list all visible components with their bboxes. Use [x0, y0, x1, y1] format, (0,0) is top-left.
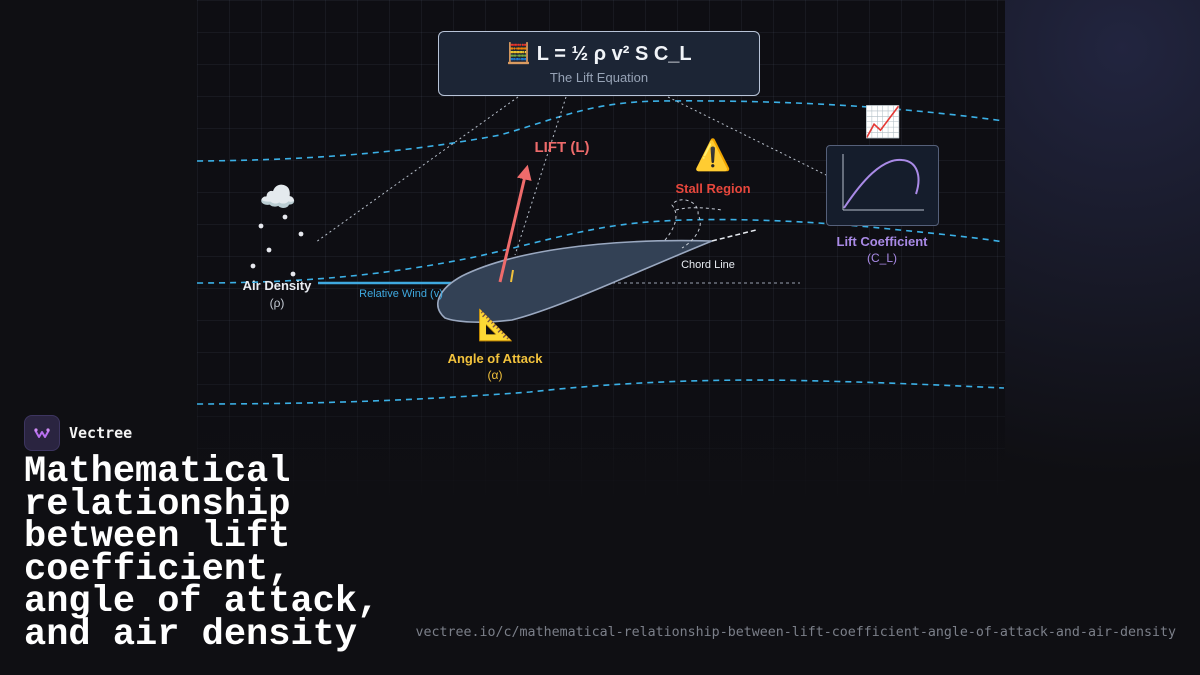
lift-coefficient-symbol: (C_L) [866, 251, 897, 265]
angle-of-attack-label: Angle of Attack [447, 351, 543, 366]
page-url[interactable]: vectree.io/c/mathematical-relationship-b… [415, 625, 1176, 640]
chord-line-label: Chord Line [681, 259, 735, 271]
air-density-symbol: (ρ) [269, 296, 285, 310]
streamline-bottom [196, 379, 1005, 405]
lift-vector [498, 164, 532, 283]
streamline-top [196, 100, 1005, 162]
connector-coefficient [667, 96, 827, 176]
lift-equation-box: 🧮 L = ½ ρ v² S C_L The Lift Equation [438, 31, 760, 96]
air-density-label: Air Density [242, 278, 312, 293]
vectree-logo-icon [24, 415, 60, 451]
cloud-icon: ☁️ [259, 181, 297, 214]
connector-lift [514, 96, 567, 256]
angle-marker [510, 269, 514, 283]
triangular-ruler-icon: 📐 [477, 309, 515, 342]
warning-icon: ⚠️ [694, 139, 732, 172]
angle-of-attack-symbol: (α) [487, 368, 503, 382]
lift-equation-caption: The Lift Equation [549, 70, 649, 85]
streamline-middle [196, 218, 1005, 284]
lift-coefficient-graph [826, 145, 939, 226]
lift-equation-formula: 🧮 L = ½ ρ v² S C_L [506, 43, 692, 65]
brand: Vectree [24, 415, 132, 451]
stall-region-label: Stall Region [675, 181, 751, 196]
connector-air-density [315, 96, 519, 243]
stall-turbulence [664, 199, 723, 249]
air-density-particles [250, 214, 304, 277]
lift-coefficient-label: Lift Coefficient [836, 234, 928, 249]
chart-increasing-icon: 📈 [864, 106, 902, 139]
brand-name: Vectree [69, 424, 133, 442]
lift-coefficient-curve [842, 154, 924, 211]
relative-wind-label: Relative Wind (v) [359, 288, 443, 300]
page-title: Mathematical relationship between lift c… [24, 451, 380, 656]
lift-label: LIFT (L) [534, 139, 590, 156]
chord-line-extension [711, 229, 757, 242]
